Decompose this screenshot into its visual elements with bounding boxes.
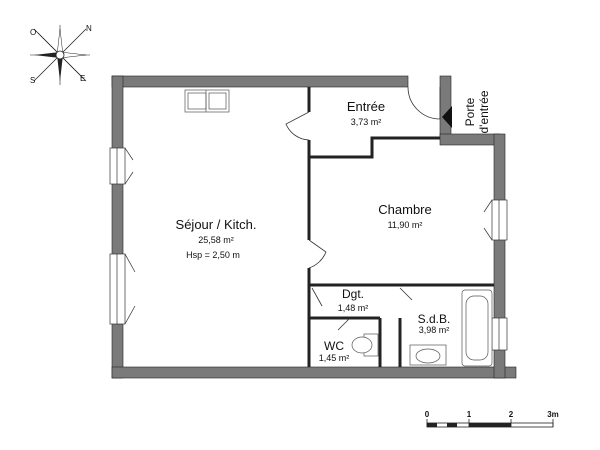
door-sdb (399, 287, 413, 301)
entrance-arrow-icon (442, 106, 452, 128)
room-name-chambre: Chambre (378, 202, 431, 217)
room-name-wc: WC (324, 339, 344, 353)
toilet-icon (351, 333, 379, 357)
room-area-sejour: 25,58 m² (198, 235, 234, 245)
room-name-entree: Entrée (347, 99, 385, 114)
scale-tick-1: 1 (467, 410, 472, 419)
door-wc (337, 317, 351, 331)
interior-walls (307, 87, 494, 367)
scale-bar: 0 1 2 3m (425, 410, 559, 428)
exterior-walls (111, 75, 517, 379)
washbasin-icon (409, 344, 447, 366)
compass-east-label: E (80, 74, 85, 83)
ceiling-height-label: Hsp = 2,50 m (186, 250, 240, 260)
room-area-entree: 3,73 m² (351, 117, 382, 127)
window-chambre (491, 199, 508, 241)
compass-south-label: S (30, 76, 35, 85)
scale-tick-0: 0 (425, 410, 430, 419)
windows (109, 147, 508, 351)
compass-west-label: O (30, 28, 36, 37)
room-area-dgt: 1,48 m² (338, 303, 369, 313)
window-sdb (491, 317, 508, 351)
entrance-label-line1: Porte (463, 97, 477, 126)
compass-rose-icon: N E S O (30, 24, 92, 85)
door-front-entrance (407, 86, 441, 120)
bathtub-icon (461, 289, 493, 367)
scale-tick-2: 2 (509, 410, 514, 419)
room-name-sdb: S.d.B. (418, 312, 451, 326)
compass-north-label: N (86, 24, 92, 33)
room-name-sejour: Séjour / Kitch. (176, 217, 257, 232)
window-sejour-bottom (109, 253, 126, 325)
doors (285, 86, 441, 331)
entrance-label-line2: d'entrée (477, 90, 491, 133)
room-area-wc: 1,45 m² (319, 353, 350, 363)
door-entree-sejour (285, 111, 310, 141)
room-area-chambre: 11,90 m² (388, 220, 423, 230)
door-chambre (311, 287, 323, 307)
door-sejour-dgt (308, 239, 327, 269)
room-name-dgt: Dgt. (342, 287, 364, 301)
window-sejour-top (109, 147, 126, 185)
kitchen-sink-icon (184, 89, 230, 113)
room-area-sdb: 3,98 m² (419, 325, 450, 335)
scale-tick-3: 3m (547, 410, 559, 419)
